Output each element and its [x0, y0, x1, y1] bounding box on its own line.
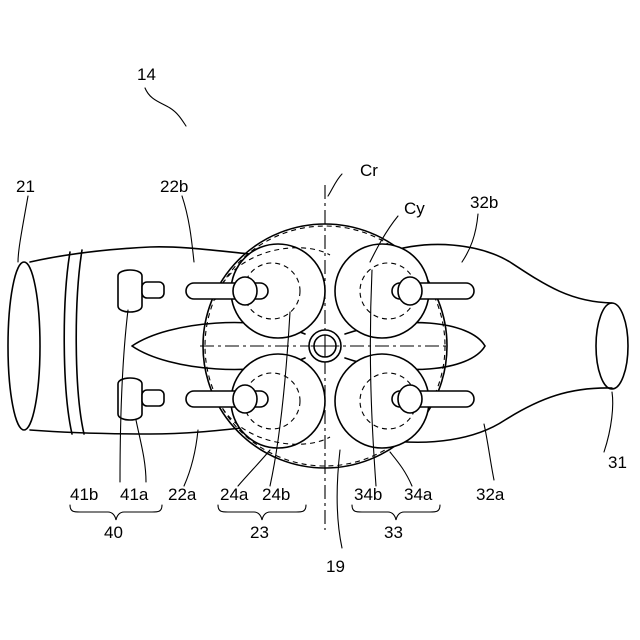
brace-40	[70, 505, 162, 520]
leader-22a	[184, 430, 198, 486]
valve-stem-exhaust-lower	[392, 385, 474, 413]
label-33: 33	[384, 523, 403, 542]
label-figure-14: 14	[137, 65, 156, 84]
label-32b: 32b	[470, 193, 498, 212]
label-cr: Cr	[360, 161, 378, 180]
leader-cr	[328, 174, 342, 196]
label-23: 23	[250, 523, 269, 542]
leader-21	[18, 196, 28, 262]
spark-plug	[309, 330, 341, 362]
label-40: 40	[104, 523, 123, 542]
leader-24a	[238, 450, 270, 486]
leader-31	[604, 392, 613, 452]
label-32a: 32a	[476, 485, 505, 504]
label-24a: 24a	[220, 485, 249, 504]
leader-34a	[390, 452, 412, 486]
leader-32a	[484, 424, 494, 480]
leader-22b	[182, 196, 194, 262]
leader-41a	[136, 420, 146, 482]
label-31: 31	[608, 453, 627, 472]
label-21: 21	[16, 177, 35, 196]
label-22b: 22b	[160, 177, 188, 196]
label-34b: 34b	[354, 485, 382, 504]
injector-41b	[118, 270, 164, 312]
label-41a: 41a	[120, 485, 149, 504]
valve-stem-exhaust-upper	[392, 277, 474, 305]
label-19: 19	[326, 557, 345, 576]
label-34a: 34a	[404, 485, 433, 504]
injector-41a	[118, 378, 164, 420]
label-41b: 41b	[70, 485, 98, 504]
leader-32b	[462, 214, 478, 262]
label-22a: 22a	[168, 485, 197, 504]
label-cy: Cy	[404, 199, 425, 218]
brace-23	[218, 505, 306, 520]
label-24b: 24b	[262, 485, 290, 504]
brace-33	[352, 505, 440, 520]
leader-fig	[145, 88, 186, 126]
